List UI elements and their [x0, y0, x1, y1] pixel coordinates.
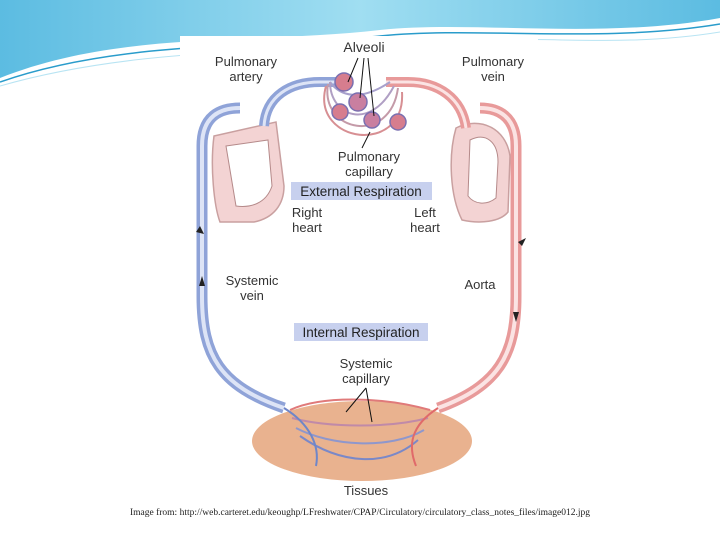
pulmonary-vein-label: Pulmonary: [462, 54, 525, 69]
circulation-diagram: Alveoli Pulmonary artery Pulmonary vein …: [180, 36, 538, 502]
pulmonary-artery-label: Pulmonary: [215, 54, 278, 69]
tissues-label: Tissues: [344, 483, 389, 498]
systemic-capillary-bed: [283, 398, 439, 467]
header-swoosh: [0, 0, 720, 78]
flow-arrows: [196, 226, 526, 322]
right-heart-label: Right: [292, 205, 323, 220]
pulmonary-capillary-label: Pulmonary: [338, 149, 401, 164]
label-pointers: [345, 57, 375, 423]
aorta-label: Aorta: [464, 277, 496, 292]
left-heart-label-2: heart: [410, 220, 440, 235]
right-heart-label-2: heart: [292, 220, 322, 235]
image-source-caption: Image from: http://web.carteret.edu/keou…: [129, 508, 591, 518]
systemic-vein-label-2: vein: [240, 288, 264, 303]
pulmonary-artery-label-2: artery: [229, 69, 263, 84]
alveoli-label: Alveoli: [343, 39, 384, 55]
left-heart-label: Left: [414, 205, 436, 220]
external-respiration-highlight: [291, 182, 432, 200]
internal-respiration-highlight: [294, 323, 428, 341]
internal-respiration-label: Internal Respiration: [302, 325, 419, 340]
systemic-vein-label: Systemic: [226, 273, 279, 288]
systemic-capillary-label: Systemic: [340, 356, 393, 371]
systemic-capillary-label-2: capillary: [342, 371, 390, 386]
tissues-area: [252, 401, 472, 481]
alveoli-clusters: [331, 72, 407, 131]
pulmonary-vein-label-2: vein: [481, 69, 505, 84]
external-respiration-label: External Respiration: [300, 184, 422, 199]
pulmonary-capillary-label-2: capillary: [345, 164, 393, 179]
